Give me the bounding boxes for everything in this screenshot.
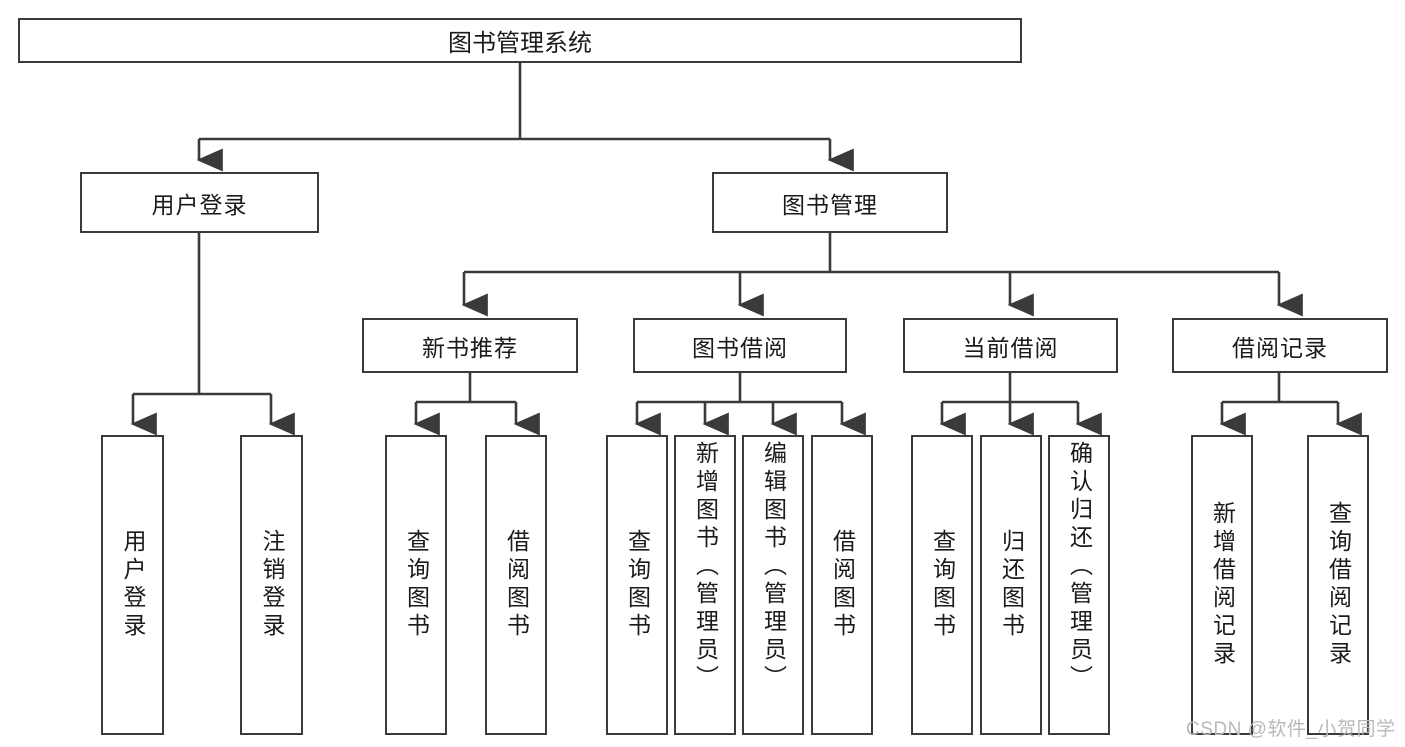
leaf-query-book-current-label: 查询图书: [929, 529, 956, 641]
node-new-book-recommend-label: 新书推荐: [422, 334, 518, 361]
leaf-query-book-current-inner: 查询图书: [913, 437, 971, 733]
leaf-query-borrow-record-label: 查询借阅记录: [1325, 501, 1352, 669]
leaf-query-book-borrow-label: 查询图书: [624, 529, 651, 641]
leaf-add-borrow-record-label: 新增借阅记录: [1209, 501, 1236, 669]
node-borrow-record[interactable]: 借阅记录: [1172, 318, 1388, 373]
leaf-query-book-borrow-inner: 查询图书: [608, 437, 666, 733]
leaf-add-borrow-record-inner: 新增借阅记录: [1193, 437, 1251, 733]
leaf-confirm-return-admin-inner: 确认归还（管理员）: [1050, 437, 1108, 737]
leaf-add-book-admin-inner: 新增图书（管理员）: [676, 437, 734, 737]
node-root[interactable]: 图书管理系统: [18, 18, 1022, 63]
leaf-borrow-book-borrow[interactable]: 借阅图书: [811, 435, 873, 735]
leaf-confirm-return-admin[interactable]: 确认归还（管理员）: [1048, 435, 1110, 735]
leaf-return-book-label: 归还图书: [998, 529, 1025, 641]
node-root-label: 图书管理系统: [448, 30, 592, 57]
leaf-borrow-book-newbook-label: 借阅图书: [503, 529, 530, 641]
leaf-query-book-current[interactable]: 查询图书: [911, 435, 973, 735]
leaf-edit-book-admin-inner: 编辑图书（管理员）: [744, 437, 802, 737]
watermark-text: CSDN @软件_小贺同学: [1186, 719, 1396, 740]
node-user-login[interactable]: 用户登录: [80, 172, 319, 233]
leaf-user-login-inner: 用户登录: [103, 437, 162, 733]
leaf-logout[interactable]: 注销登录: [240, 435, 303, 735]
leaf-return-book[interactable]: 归还图书: [980, 435, 1042, 735]
node-current-borrow[interactable]: 当前借阅: [903, 318, 1118, 373]
leaf-borrow-book-newbook[interactable]: 借阅图书: [485, 435, 547, 735]
leaf-add-book-admin[interactable]: 新增图书（管理员）: [674, 435, 736, 735]
node-book-management[interactable]: 图书管理: [712, 172, 948, 233]
node-user-login-label: 用户登录: [151, 191, 248, 218]
leaf-edit-book-admin-label: 编辑图书（管理员）: [760, 441, 787, 693]
leaf-return-book-inner: 归还图书: [982, 437, 1040, 733]
leaf-logout-inner: 注销登录: [242, 437, 301, 733]
leaf-user-login[interactable]: 用户登录: [101, 435, 164, 735]
leaf-edit-book-admin[interactable]: 编辑图书（管理员）: [742, 435, 804, 735]
node-current-borrow-label: 当前借阅: [962, 334, 1059, 361]
leaf-query-book-newbook[interactable]: 查询图书: [385, 435, 447, 735]
leaf-add-book-admin-label: 新增图书（管理员）: [692, 441, 719, 693]
node-new-book-recommend[interactable]: 新书推荐: [362, 318, 578, 373]
leaf-query-book-newbook-inner: 查询图书: [387, 437, 445, 733]
node-book-borrow-label: 图书借阅: [692, 334, 788, 361]
leaf-query-book-borrow[interactable]: 查询图书: [606, 435, 668, 735]
leaf-query-borrow-record-inner: 查询借阅记录: [1309, 437, 1367, 733]
leaf-query-borrow-record[interactable]: 查询借阅记录: [1307, 435, 1369, 735]
leaf-query-book-newbook-label: 查询图书: [403, 529, 430, 641]
leaf-user-login-label: 用户登录: [120, 529, 146, 641]
node-book-borrow[interactable]: 图书借阅: [633, 318, 847, 373]
leaf-borrow-book-borrow-label: 借阅图书: [829, 529, 856, 641]
leaf-logout-label: 注销登录: [259, 529, 285, 641]
leaf-borrow-book-borrow-inner: 借阅图书: [813, 437, 871, 733]
leaf-confirm-return-admin-label: 确认归还（管理员）: [1066, 441, 1093, 693]
node-book-management-label: 图书管理: [782, 191, 878, 218]
node-borrow-record-label: 借阅记录: [1232, 334, 1328, 361]
leaf-add-borrow-record[interactable]: 新增借阅记录: [1191, 435, 1253, 735]
leaf-borrow-book-newbook-inner: 借阅图书: [487, 437, 545, 733]
